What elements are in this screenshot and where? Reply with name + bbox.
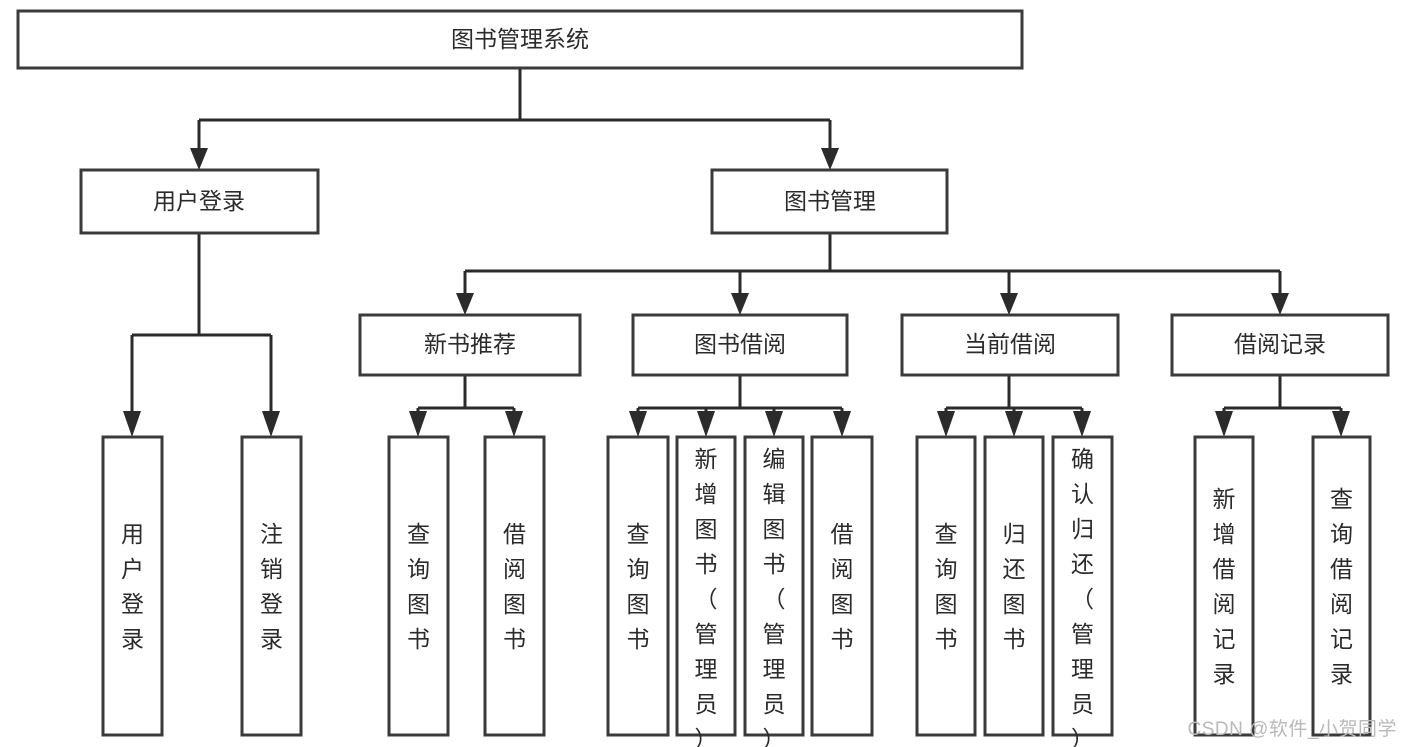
leaf-node[interactable]: 新增借阅记录 <box>1193 435 1255 737</box>
node-root-box <box>16 9 1024 70</box>
node-borrow-record-box <box>1170 313 1390 377</box>
node-book-borrow-label: 图书借阅 <box>694 331 786 357</box>
leaf-node-label: 用户登录 <box>121 521 144 652</box>
leaf-node-box <box>101 435 164 737</box>
leaf-node-label: 编辑图书（管理员） <box>763 446 786 747</box>
node-current-borrow[interactable]: 当前借阅 <box>900 313 1120 377</box>
arrow-head-borrow-l1 <box>629 411 647 437</box>
leaf-node-box <box>1051 435 1114 737</box>
leaf-node-box <box>387 435 450 737</box>
arrow-head-record-l1 <box>1215 411 1233 437</box>
leaf-node-label: 借阅图书 <box>503 521 526 652</box>
node-root-label: 图书管理系统 <box>451 26 589 52</box>
leaf-node-label: 查询图书 <box>627 521 650 652</box>
node-user-login-box <box>79 168 320 235</box>
leaf-layer: 用户登录 注销登录 查询图书 借阅图书 查询图书 新增图书（管理员） 编辑图书（管理员） 借阅… <box>101 435 1372 747</box>
arrow-head-login-l1 <box>123 411 141 437</box>
node-root[interactable]: 图书管理系统 <box>16 9 1024 70</box>
node-book-borrow[interactable]: 图书借阅 <box>631 313 849 377</box>
node-current-borrow-box <box>900 313 1120 377</box>
node-book-management[interactable]: 图书管理 <box>710 168 949 235</box>
leaf-node[interactable]: 注销登录 <box>240 435 303 737</box>
arrow-head-borrow <box>731 293 749 315</box>
leaf-node[interactable]: 查询图书 <box>387 435 450 737</box>
node-book-management-box <box>710 168 949 235</box>
node-borrow-record[interactable]: 借阅记录 <box>1170 313 1390 377</box>
leaf-node-box <box>240 435 303 737</box>
node-new-book-recommend-label: 新书推荐 <box>424 331 516 357</box>
leaf-node-box <box>810 435 874 737</box>
arrow-head-login <box>190 148 208 170</box>
watermark: CSDN @软件_小贺同学 <box>1187 719 1397 740</box>
leaf-node-box <box>1193 435 1255 737</box>
arrow-head-borrow-l4 <box>833 411 851 437</box>
arrow-head-current-l3 <box>1073 411 1091 437</box>
arrow-head-current-l2 <box>1005 411 1023 437</box>
leaf-node[interactable]: 编辑图书（管理员） <box>743 435 805 747</box>
leaf-node[interactable]: 借阅图书 <box>810 435 874 737</box>
leaf-node[interactable]: 查询图书 <box>915 435 977 737</box>
leaf-node-label: 查询图书 <box>407 521 430 652</box>
arrow-head-login-l2 <box>262 411 280 437</box>
leaf-node-label: 借阅图书 <box>831 521 854 652</box>
leaf-node-label: 注销登录 <box>260 521 283 652</box>
leaf-node-box <box>675 435 737 737</box>
leaf-node[interactable]: 新增图书（管理员） <box>675 435 737 747</box>
arrow-head-record <box>1271 293 1289 315</box>
leaf-node-box <box>606 435 670 737</box>
leaf-node-box <box>983 435 1045 737</box>
arrow-head-current-l1 <box>937 411 955 437</box>
arrow-head-bookmgmt <box>821 148 839 170</box>
node-user-login[interactable]: 用户登录 <box>79 168 320 235</box>
edge-layer <box>123 68 1350 437</box>
leaf-node-label: 新增借阅记录 <box>1213 486 1236 687</box>
arrow-head-record-l2 <box>1332 411 1350 437</box>
arrow-head-newbook <box>456 293 474 315</box>
node-current-borrow-label: 当前借阅 <box>964 331 1056 357</box>
leaf-node[interactable]: 查询借阅记录 <box>1311 435 1372 737</box>
leaf-node-label: 新增图书（管理员） <box>695 446 718 747</box>
leaf-node[interactable]: 归还图书 <box>983 435 1045 737</box>
leaf-node-box <box>743 435 805 737</box>
node-new-book-recommend-box <box>358 313 582 377</box>
node-book-management-label: 图书管理 <box>784 188 876 214</box>
leaf-node[interactable]: 查询图书 <box>606 435 670 737</box>
leaf-node-box <box>483 435 546 737</box>
arrow-head-borrow-l3 <box>765 411 783 437</box>
leaf-node[interactable]: 用户登录 <box>101 435 164 737</box>
leaf-node-label: 确认归还（管理员） <box>1071 446 1094 747</box>
arrow-head-newbook-l1 <box>409 411 427 437</box>
leaf-node-box <box>1311 435 1372 737</box>
arrow-head-borrow-l2 <box>697 411 715 437</box>
node-user-login-label: 用户登录 <box>153 188 245 214</box>
leaf-node-label: 归还图书 <box>1003 521 1026 652</box>
leaf-node-box <box>915 435 977 737</box>
leaf-node[interactable]: 确认归还（管理员） <box>1051 435 1114 747</box>
leaf-node[interactable]: 借阅图书 <box>483 435 546 737</box>
node-new-book-recommend[interactable]: 新书推荐 <box>358 313 582 377</box>
arrow-head-newbook-l2 <box>505 411 523 437</box>
node-book-borrow-box <box>631 313 849 377</box>
node-borrow-record-label: 借阅记录 <box>1234 331 1326 357</box>
arrow-head-current <box>1000 293 1018 315</box>
leaf-node-label: 查询借阅记录 <box>1330 486 1353 687</box>
leaf-node-label: 查询图书 <box>935 521 958 652</box>
